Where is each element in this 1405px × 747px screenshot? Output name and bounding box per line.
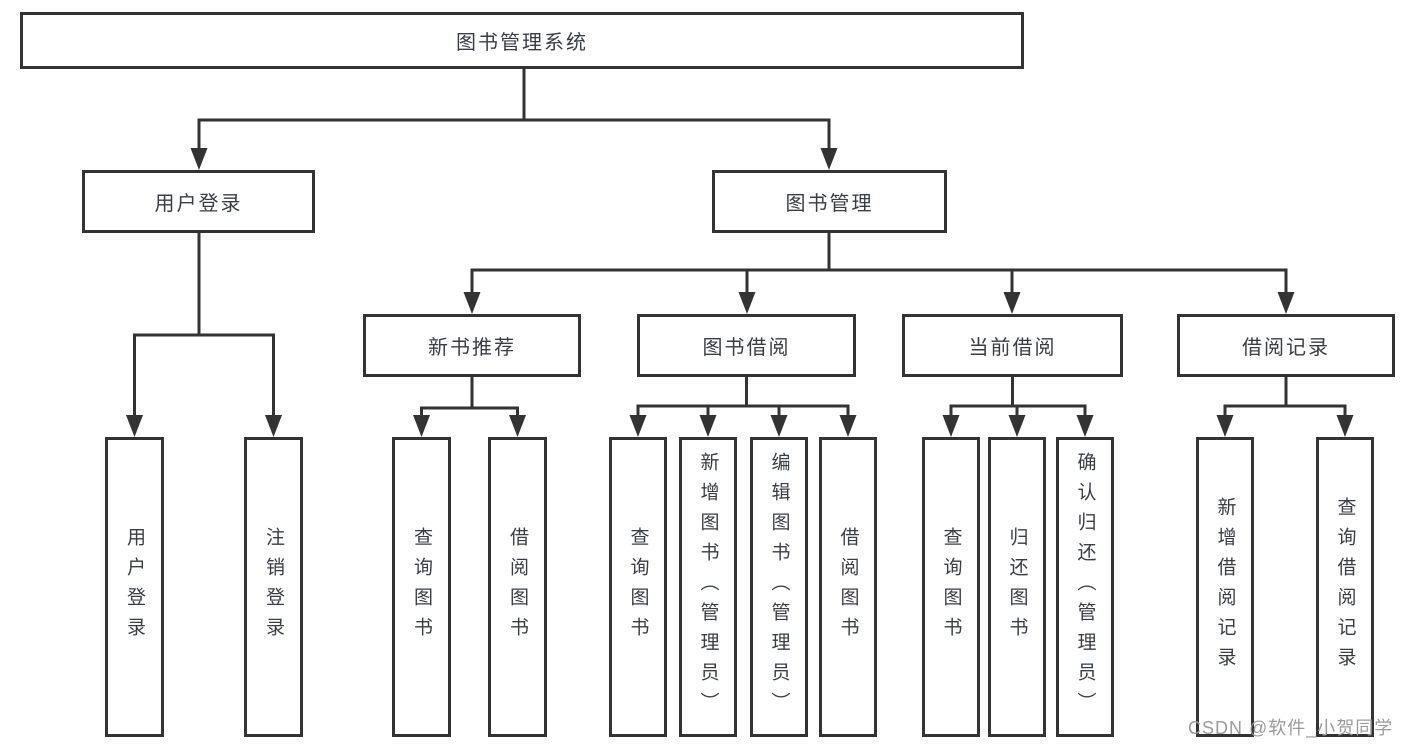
arrow-icon (629, 415, 647, 437)
leaf-add-books-admin-label: 新增图书（管理员） (697, 452, 719, 722)
leaf-logout-label: 注销登录 (263, 527, 284, 647)
leaf-user-login-label: 用户登录 (124, 527, 145, 647)
arrow-icon (1336, 415, 1354, 437)
leaf-return-books-label: 归还图书 (1006, 527, 1028, 647)
arrow-icon (942, 415, 960, 437)
leaf-logout: 注销登录 (244, 437, 303, 737)
leaf-add-borrow-record-label: 新增借阅记录 (1214, 497, 1236, 677)
leaf-edit-books-admin-label: 编辑图书（管理员） (768, 452, 790, 722)
node-current-borrow: 当前借阅 (902, 314, 1123, 377)
leaf-query-books-borrow-label: 查询图书 (627, 527, 649, 647)
arrow-icon (1003, 292, 1021, 314)
connector-borrow-record (1223, 375, 1347, 421)
leaf-user-login: 用户登录 (105, 437, 164, 737)
node-book-management: 图书管理 (712, 170, 947, 233)
connector-root (197, 67, 831, 154)
leaf-query-borrow-record: 查询借阅记录 (1316, 437, 1374, 737)
leaf-confirm-return-admin-label: 确认归还（管理员） (1074, 452, 1096, 722)
connector-book-borrow (636, 375, 850, 421)
leaf-edit-books-admin: 编辑图书（管理员） (750, 437, 808, 737)
connector-user-login (133, 231, 275, 421)
node-book-borrow: 图书借阅 (637, 314, 856, 377)
arrow-icon (1277, 292, 1295, 314)
node-book-management-label: 图书管理 (785, 193, 874, 215)
node-borrow-record: 借阅记录 (1177, 314, 1395, 377)
arrow-icon (265, 415, 282, 437)
arrow-icon (1008, 415, 1026, 437)
arrow-icon (413, 415, 430, 437)
node-user-login: 用户登录 (82, 170, 315, 233)
arrow-icon (770, 415, 788, 437)
leaf-borrow-books-recommend-label: 借阅图书 (507, 527, 528, 647)
arrow-icon (509, 415, 526, 437)
arrowheads (126, 148, 1354, 437)
leaf-confirm-return-admin: 确认归还（管理员） (1056, 437, 1114, 737)
node-book-borrow-label: 图书借阅 (702, 337, 791, 359)
node-user-login-label: 用户登录 (154, 193, 243, 215)
node-root-label: 图书管理系统 (456, 32, 588, 54)
node-new-book-recommend-label: 新书推荐 (428, 337, 516, 359)
arrow-icon (190, 148, 208, 170)
arrow-icon (1076, 415, 1094, 437)
connector-new-book (420, 375, 519, 421)
node-root: 图书管理系统 (20, 12, 1024, 69)
leaf-query-books-current: 查询图书 (922, 437, 980, 737)
leaf-borrow-books: 借阅图书 (819, 437, 877, 737)
arrow-icon (738, 292, 756, 314)
leaf-return-books: 归还图书 (988, 437, 1046, 737)
node-current-borrow-label: 当前借阅 (968, 337, 1057, 359)
arrow-icon (126, 415, 143, 437)
arrow-icon (839, 415, 857, 437)
leaf-query-borrow-record-label: 查询借阅记录 (1334, 497, 1356, 677)
leaf-query-books-borrow: 查询图书 (609, 437, 667, 737)
leaf-borrow-books-recommend: 借阅图书 (488, 437, 547, 737)
arrow-icon (820, 148, 838, 170)
leaf-query-books-recommend-label: 查询图书 (411, 527, 432, 647)
node-borrow-record-label: 借阅记录 (1242, 337, 1330, 359)
leaf-add-borrow-record: 新增借阅记录 (1196, 437, 1254, 737)
connector-book-management (470, 231, 1288, 298)
node-new-book-recommend: 新书推荐 (363, 314, 581, 377)
arrow-icon (699, 415, 717, 437)
arrow-icon (1216, 415, 1234, 437)
watermark: CSDN @软件_小贺同学 (1188, 718, 1394, 738)
leaf-borrow-books-label: 借阅图书 (837, 527, 859, 647)
arrow-icon (463, 292, 481, 314)
leaf-query-books-current-label: 查询图书 (940, 527, 962, 647)
leaf-add-books-admin: 新增图书（管理员） (679, 437, 737, 737)
connector-current-borrow (949, 375, 1087, 421)
leaf-query-books-recommend: 查询图书 (392, 437, 451, 737)
